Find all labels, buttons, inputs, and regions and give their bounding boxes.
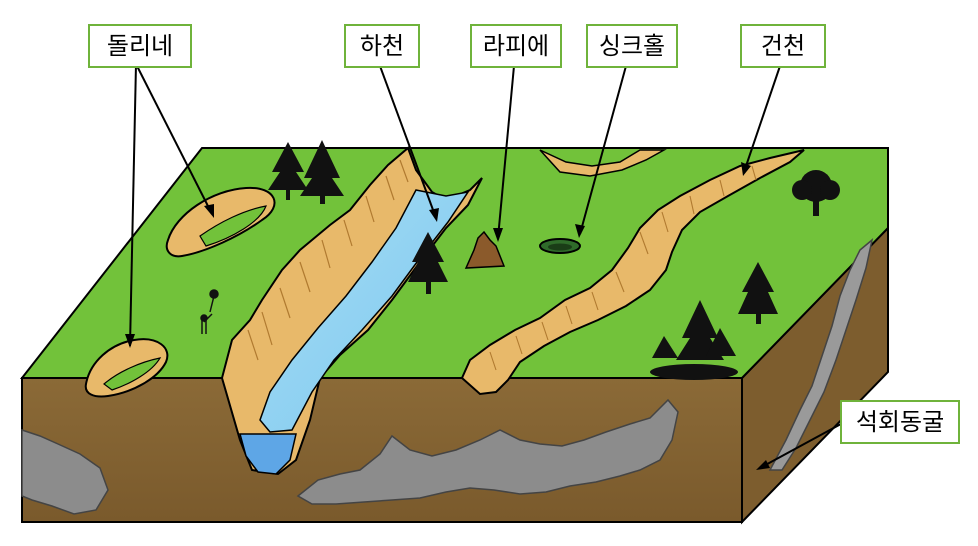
tree-icon (650, 300, 738, 380)
doline-label: 돌리네 (88, 24, 192, 68)
tree-icon (268, 140, 344, 204)
person-with-balloon-icon (200, 289, 219, 334)
tree-icon (408, 232, 448, 294)
tree-icon (738, 262, 778, 324)
doline-lower (84, 338, 169, 398)
sinkhole-label: 싱크홀 (586, 24, 678, 68)
cliff-hatching (247, 159, 409, 361)
back-edge-doline (539, 149, 667, 177)
tree-icon (792, 170, 840, 216)
dry-valley-label: 건천 (740, 24, 826, 68)
dry-valley-hatching (489, 165, 757, 371)
dry-valley (460, 149, 805, 396)
lapies-rock-icon (464, 230, 506, 269)
limestone-cave-right (768, 238, 874, 471)
leader-arrowheads (125, 162, 770, 470)
lapies-label: 라피에 (470, 24, 562, 68)
limestone-cave-label: 석회동굴 (840, 400, 960, 444)
river-cross-section (239, 433, 297, 475)
leader-lines (129, 63, 853, 469)
limestone-cave-front (296, 398, 679, 505)
river-label: 하천 (344, 24, 420, 68)
limestone-cave-left (21, 428, 109, 515)
doline-upper (165, 186, 276, 258)
river (259, 189, 470, 433)
